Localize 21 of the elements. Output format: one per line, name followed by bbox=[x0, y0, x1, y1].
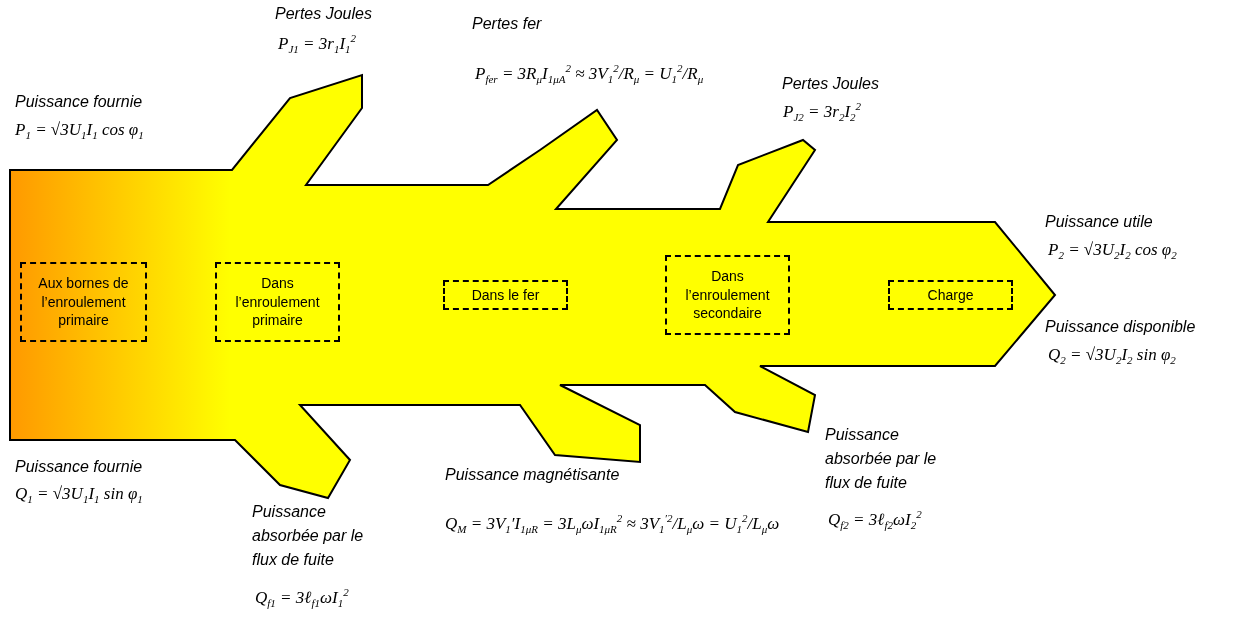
power-formula: P$_{fer}$ = 3R$_{μ}$I$_{1μA}$$^{2}$ ≈ 3V$_{1}$$^{2}$/R$_{μ}$ = U$_{1}$$^{2}$/R$_{μ}$ bbox=[475, 62, 704, 86]
dashed-stage-box: Aux bornes de l’enroulement primaire bbox=[20, 262, 147, 342]
power-heading: Puissance absorbée par le flux de fuite bbox=[825, 425, 938, 493]
dashed-stage-box: Dans l’enroulement primaire bbox=[215, 262, 340, 342]
power-formula: Q$_{2}$ = √3U$_{2}$I$_{2}$ sin φ$_{2}$ bbox=[1048, 345, 1176, 367]
power-heading: Puissance magnétisante bbox=[445, 465, 620, 485]
power-heading: Puissance fournie bbox=[15, 457, 143, 477]
power-heading: Puissance disponible bbox=[1045, 317, 1196, 337]
power-formula: P$_{1}$ = √3U$_{1}$I$_{1}$ cos φ$_{1}$ bbox=[15, 120, 144, 142]
power-heading: Pertes fer bbox=[472, 14, 542, 34]
dashed-stage-box: Dans l’enroulement secondaire bbox=[665, 255, 790, 335]
power-formula: Q$_{M}$ = 3V$_{1}$′I$_{1μR}$ = 3L$_{μ}$ωI$_{1μR}$$^{2}$ ≈ 3V$_{1}$$^{′2}$/L$_{μ}$ω = U$_{1}$$^{2}$/L$_{μ}$ω bbox=[445, 512, 780, 536]
dashed-stage-box: Dans le fer bbox=[443, 280, 568, 310]
power-heading: Puissance absorbée par le flux de fuite bbox=[252, 502, 365, 570]
power-heading: Puissance fournie bbox=[15, 92, 143, 112]
power-heading: Pertes Joules bbox=[782, 74, 879, 94]
dashed-stage-box: Charge bbox=[888, 280, 1013, 310]
power-heading: Puissance utile bbox=[1045, 212, 1153, 232]
power-formula: P$_{2}$ = √3U$_{2}$I$_{2}$ cos φ$_{2}$ bbox=[1048, 240, 1177, 262]
power-formula: Q$_{1}$ = √3U$_{1}$I$_{1}$ sin φ$_{1}$ bbox=[15, 484, 143, 506]
power-heading: Pertes Joules bbox=[275, 4, 372, 24]
